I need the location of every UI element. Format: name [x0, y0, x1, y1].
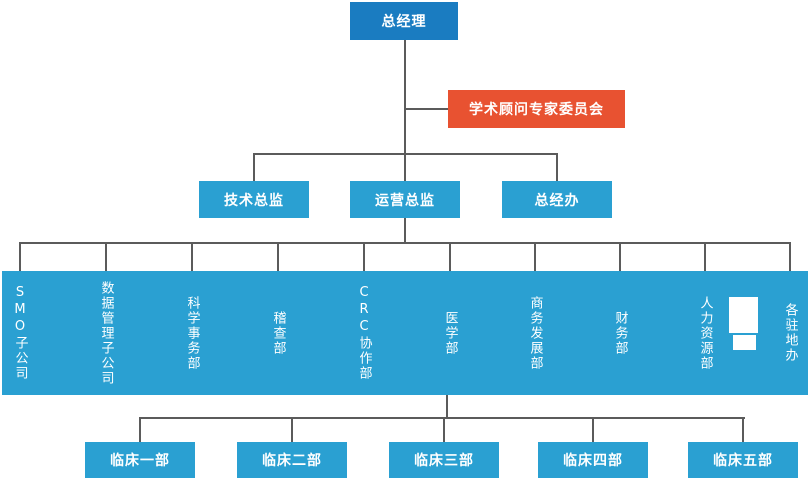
- connector-clinical-drop: [592, 417, 594, 442]
- node-technical-director: 技术总监: [199, 181, 309, 218]
- connector-root-vertical: [404, 40, 406, 181]
- node-advisory-committee: 学术顾问专家委员会: [448, 90, 625, 128]
- connector-dept-drop: [277, 242, 279, 271]
- node-gm-office: 总经办: [502, 181, 612, 218]
- connector-clinical-drop: [443, 417, 445, 442]
- connector-directors-branch: [253, 153, 558, 155]
- connector-band-down: [446, 395, 448, 418]
- node-clinical-dept-4: 临床四部: [538, 442, 648, 478]
- connector-dept-drop: [449, 242, 451, 271]
- connector-dept-drop: [363, 242, 365, 271]
- connector-director1-drop: [253, 153, 255, 181]
- connector-dept-drop: [191, 242, 193, 271]
- connector-director3-drop: [556, 153, 558, 181]
- dept-scientific-affairs: 科学事务部: [184, 295, 200, 371]
- connector-clinical-drop: [291, 417, 293, 442]
- connector-advisory-horizontal: [405, 108, 448, 110]
- white-redaction-block: [733, 335, 756, 350]
- connector-departments-branch: [19, 242, 791, 244]
- node-clinical-dept-5: 临床五部: [688, 442, 798, 478]
- connector-clinical-drop: [139, 417, 141, 442]
- dept-business-development: 商务发展部: [527, 295, 543, 371]
- node-general-manager: 总经理: [350, 2, 458, 40]
- dept-local-offices: 各驻地办: [782, 303, 798, 363]
- dept-finance: 财务部: [612, 310, 628, 356]
- connector-dept-drop: [704, 242, 706, 271]
- connector-dept-drop: [19, 242, 21, 271]
- dept-medical: 医学部: [442, 310, 458, 356]
- connector-dept-drop: [789, 242, 791, 271]
- dept-audit: 稽查部: [270, 310, 286, 356]
- node-clinical-dept-2: 临床二部: [237, 442, 347, 478]
- white-redaction-block: [729, 297, 758, 333]
- node-clinical-dept-3: 临床三部: [389, 442, 499, 478]
- dept-data-management: 数据管理子公司: [98, 280, 114, 386]
- departments-band: SMO子公司 数据管理子公司 科学事务部 稽查部 CRC协作部 医学部 商务发展…: [2, 271, 808, 395]
- dept-human-resources: 人力资源部: [697, 295, 713, 371]
- connector-operations-down: [404, 218, 406, 244]
- connector-dept-drop: [619, 242, 621, 271]
- connector-dept-drop: [105, 242, 107, 271]
- dept-crc-collaboration: CRC协作部: [356, 285, 372, 381]
- dept-smo-subsidiary: SMO子公司: [12, 285, 28, 381]
- connector-dept-drop: [534, 242, 536, 271]
- connector-clinical-drop: [742, 417, 744, 442]
- node-clinical-dept-1: 临床一部: [85, 442, 195, 478]
- node-operations-director: 运营总监: [350, 181, 460, 218]
- connector-clinical-branch: [139, 417, 745, 419]
